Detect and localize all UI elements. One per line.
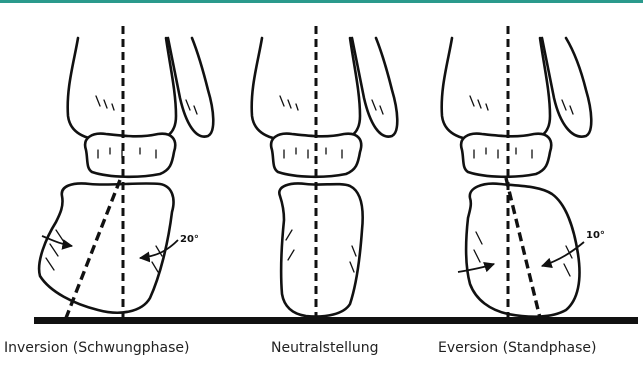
calcaneus-bone: [39, 183, 173, 312]
panel-inversion: 20°: [39, 26, 213, 318]
tibia-bone: [442, 38, 550, 140]
tibia-bone: [252, 38, 360, 140]
caption-eversion: Eversion (Standphase): [438, 340, 596, 356]
caption-inversion: Inversion (Schwungphase): [4, 340, 189, 356]
panel-eversion: 10°: [442, 26, 605, 318]
inversion-angle-label: 20°: [180, 234, 199, 245]
panel-neutral: [252, 26, 398, 318]
eversion-angle-label: 10°: [586, 230, 605, 241]
caption-neutral: Neutralstellung: [271, 340, 378, 356]
ground-line: [34, 317, 638, 324]
calcaneus-bone: [279, 184, 362, 317]
